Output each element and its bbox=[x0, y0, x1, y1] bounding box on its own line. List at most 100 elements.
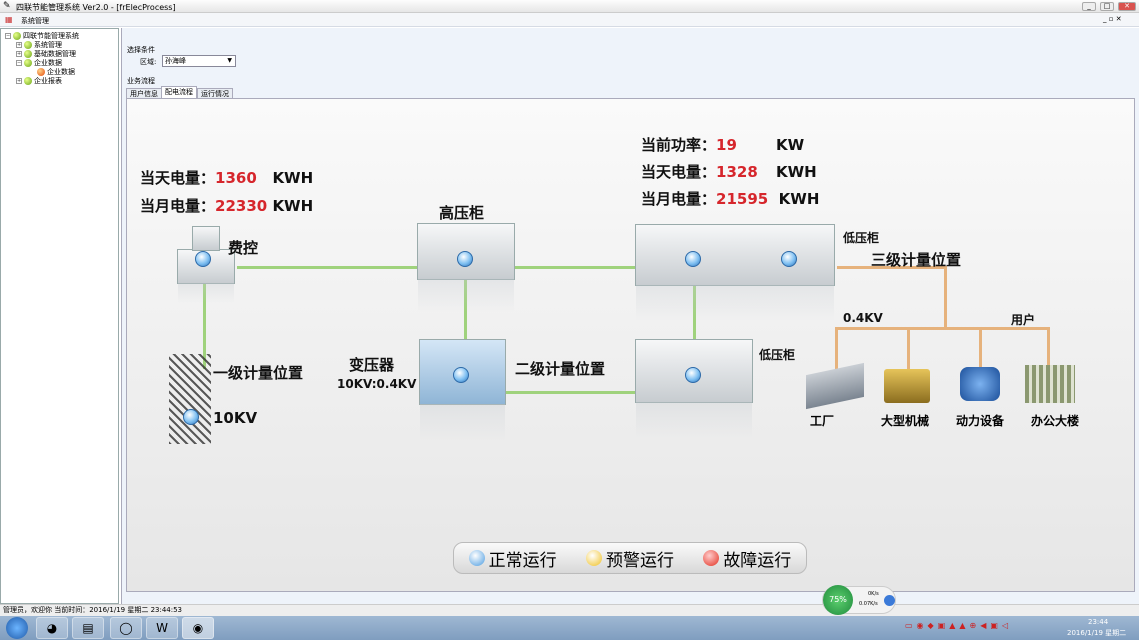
node-label: 企业数据 bbox=[47, 68, 75, 76]
mdi-controls[interactable]: _ ▫ ✕ bbox=[1103, 15, 1122, 23]
tree-item-selected[interactable]: 企业数据 bbox=[37, 67, 75, 77]
clock-date: 2016/1/19 星期二 bbox=[1067, 629, 1127, 637]
label-hv: 高压柜 bbox=[439, 204, 485, 222]
tree-item[interactable]: + 系统管理 bbox=[16, 40, 62, 50]
line-lv-lv bbox=[693, 279, 696, 339]
minimize-button[interactable]: _ bbox=[1082, 2, 1096, 11]
file-explorer-icon[interactable]: ▤ bbox=[72, 617, 104, 639]
tab-operation[interactable]: 运行情况 bbox=[197, 88, 233, 99]
line-users-bus bbox=[835, 327, 1050, 330]
node-label: 四联节能管理系统 bbox=[23, 32, 79, 40]
download-speed: 0.07K/s bbox=[859, 601, 878, 607]
status-lv1-icon[interactable] bbox=[685, 251, 701, 267]
node-label: 企业报表 bbox=[34, 77, 62, 85]
menu-system[interactable]: 系统管理 bbox=[21, 17, 49, 25]
user-power-equipment: 动力设备 bbox=[956, 414, 1005, 428]
month-energy-left: 当月电量：22330 KWH bbox=[140, 197, 314, 215]
label-level2: 二级计量位置 bbox=[515, 360, 606, 378]
tree-item[interactable]: −企业数据 bbox=[16, 58, 62, 68]
status-hv-icon[interactable] bbox=[457, 251, 473, 267]
line-user-power bbox=[979, 327, 982, 372]
flow-group-label: 业务流程 bbox=[127, 77, 155, 85]
status-tower-icon[interactable] bbox=[183, 409, 199, 425]
line-users-drop bbox=[944, 266, 947, 328]
tree-item[interactable]: + 基础数据管理 bbox=[16, 49, 76, 59]
line-transformer-lv bbox=[505, 391, 635, 394]
node-icon bbox=[24, 41, 32, 49]
collapse-icon[interactable]: − bbox=[5, 33, 11, 39]
start-button[interactable] bbox=[6, 617, 28, 639]
power-equipment-icon[interactable] bbox=[960, 367, 1000, 401]
lv-cabinet-2[interactable] bbox=[635, 339, 753, 440]
label-lv1: 低压柜 bbox=[843, 231, 880, 245]
collapse-icon[interactable]: − bbox=[16, 60, 22, 66]
expand-icon[interactable]: + bbox=[16, 51, 22, 57]
label-fee: 费控 bbox=[228, 239, 259, 257]
machinery-icon[interactable] bbox=[884, 369, 930, 403]
transmission-tower bbox=[169, 354, 211, 444]
label-level3: 三级计量位置 bbox=[871, 251, 962, 269]
region-label: 区域: bbox=[140, 58, 157, 66]
menu-icon: ▦ bbox=[5, 15, 13, 24]
node-icon bbox=[37, 68, 45, 76]
label-10kv: 10KV bbox=[213, 409, 258, 427]
maximize-button[interactable]: □ bbox=[1100, 2, 1114, 11]
factory-icon[interactable] bbox=[806, 362, 864, 410]
expand-icon[interactable]: + bbox=[16, 42, 22, 48]
nav-tree: − 四联节能管理系统 + 系统管理 + 基础数据管理 −企业数据 企业数据 + 企业报表 bbox=[0, 28, 119, 604]
status-bar: 管理员，欢迎你 当前时间：2016/1/19 星期二 23:44:53 bbox=[0, 604, 1139, 616]
label-level1: 一级计量位置 bbox=[213, 364, 304, 382]
label-transformer: 变压器 bbox=[349, 356, 395, 374]
word-icon[interactable]: W bbox=[146, 617, 178, 639]
app-icon: ✎ bbox=[3, 1, 11, 11]
office-building-icon[interactable] bbox=[1025, 365, 1075, 403]
tree-item[interactable]: + 企业报表 bbox=[16, 76, 62, 86]
node-label: 系统管理 bbox=[34, 41, 62, 49]
region-select[interactable]: 孙海峰 ▼ bbox=[162, 55, 236, 67]
user-office: 办公大楼 bbox=[1031, 414, 1080, 428]
warning-status-icon bbox=[585, 550, 602, 566]
day-energy-left: 当天电量：1360 KWH bbox=[140, 169, 314, 187]
label-lv2: 低压柜 bbox=[759, 348, 796, 362]
line-fee-hv bbox=[237, 266, 437, 269]
node-icon bbox=[24, 59, 32, 67]
status-lv2-icon[interactable] bbox=[685, 367, 701, 383]
browser-icon[interactable]: ◯ bbox=[110, 617, 142, 639]
node-icon bbox=[24, 50, 32, 58]
title-bar: ✎ 四联节能管理系统 Ver2.0 - [frElecProcess] _ □ … bbox=[0, 0, 1139, 13]
normal-status-icon bbox=[468, 550, 485, 566]
taskbar: ◕ ▤ ◯ W ◉ ▭◉◆▣▲▲⊕◀▣◁ 23:44 2016/1/19 星期二 bbox=[0, 616, 1139, 640]
line-user-factory bbox=[835, 327, 838, 372]
line-hv-transformer bbox=[464, 279, 467, 339]
user-machinery: 大型机械 bbox=[881, 414, 930, 428]
window-title: 四联节能管理系统 Ver2.0 - [frElecProcess] bbox=[16, 3, 176, 12]
month-energy-right: 当月电量：21595 KWH bbox=[641, 190, 820, 208]
close-button[interactable]: ✕ bbox=[1118, 2, 1136, 11]
tab-power-flow[interactable]: 配电流程 bbox=[161, 86, 197, 99]
node-icon bbox=[24, 77, 32, 85]
line-user-machine bbox=[907, 327, 910, 372]
hv-cabinet[interactable] bbox=[417, 223, 515, 312]
status-lv1b-icon[interactable] bbox=[781, 251, 797, 267]
accelerate-icon[interactable] bbox=[884, 595, 895, 606]
legend-fault: 故障运行 bbox=[703, 546, 791, 571]
label-04kv: 0.4KV bbox=[843, 311, 883, 325]
status-legend: 正常运行 预警运行 故障运行 bbox=[453, 542, 807, 574]
fee-meter bbox=[192, 226, 220, 251]
region-value: 孙海峰 bbox=[165, 57, 186, 65]
lv-cabinet-1[interactable] bbox=[635, 224, 835, 321]
line-hv-lv bbox=[512, 266, 637, 269]
expand-icon[interactable]: + bbox=[16, 78, 22, 84]
tray-icons[interactable]: ▭◉◆▣▲▲⊕◀▣◁ bbox=[905, 621, 1013, 630]
energy-app-icon[interactable]: ◉ bbox=[182, 617, 214, 639]
chevron-down-icon: ▼ bbox=[227, 57, 232, 64]
taskbar-app-icon[interactable]: ◕ bbox=[36, 617, 68, 639]
net-monitor[interactable]: 75% 0K/s 0.07K/s bbox=[822, 585, 896, 615]
line-fee-pole bbox=[203, 279, 206, 369]
status-transformer-icon[interactable] bbox=[453, 367, 469, 383]
node-label: 基础数据管理 bbox=[34, 50, 76, 58]
status-fee-icon[interactable] bbox=[195, 251, 211, 267]
tree-root[interactable]: − 四联节能管理系统 bbox=[5, 31, 79, 41]
